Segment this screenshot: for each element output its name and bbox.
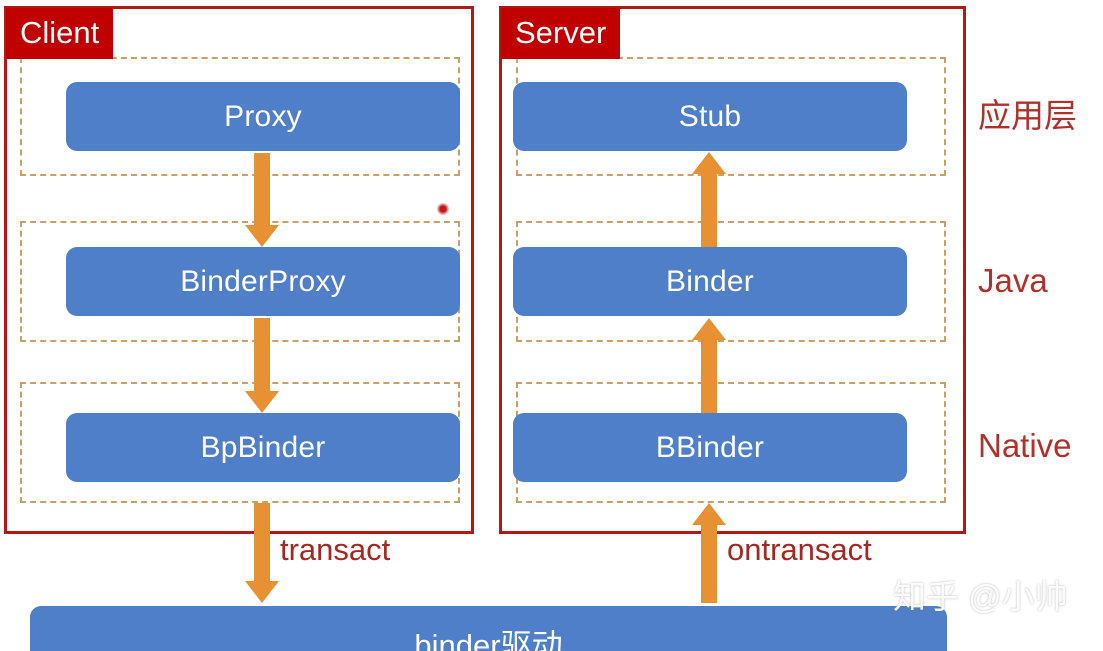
arrow-up-server-java-to-app: [692, 152, 726, 247]
arrow-down-client-native-to-driver: [245, 503, 279, 603]
arrow-head-icon: [692, 503, 726, 525]
process-banner-client: Client: [6, 8, 114, 59]
component-binder-driver: binder驱动: [30, 606, 947, 651]
component-server-stub: Stub: [513, 82, 907, 151]
component-server-binder: Binder: [513, 247, 907, 316]
edge-label-transact: transact: [280, 532, 391, 567]
layer-label-java: Java: [978, 262, 1048, 299]
arrow-shaft: [701, 172, 717, 247]
component-server-bbinder: BBinder: [513, 413, 907, 482]
process-banner-server: Server: [501, 8, 621, 59]
edge-label-ontransact: ontransact: [727, 532, 872, 567]
arrow-up-server-native-to-java: [692, 318, 726, 413]
red-dot-marker: [437, 203, 449, 215]
component-client-bpbinder: BpBinder: [66, 413, 460, 482]
arrow-head-icon: [692, 318, 726, 340]
component-client-proxy: Proxy: [66, 82, 460, 151]
watermark-text: 知乎 @小帅: [893, 578, 1068, 615]
arrow-up-server-driver-to-native: [692, 503, 726, 603]
component-client-binderproxy: BinderProxy: [66, 247, 460, 316]
arrow-shaft: [254, 503, 270, 583]
arrow-head-icon: [692, 152, 726, 174]
arrow-down-client-app-to-java: [245, 153, 279, 247]
process-box-client: [4, 6, 474, 534]
arrow-shaft: [254, 153, 270, 227]
arrow-shaft: [254, 318, 270, 393]
arrow-head-icon: [245, 225, 279, 247]
arrow-head-icon: [245, 391, 279, 413]
layer-label-native: Native: [978, 427, 1072, 464]
arrow-shaft: [701, 338, 717, 413]
layer-label-app: 应用层: [978, 97, 1077, 134]
process-box-server: [499, 6, 966, 534]
arrow-down-client-java-to-native: [245, 318, 279, 413]
arrow-shaft: [701, 523, 717, 603]
arrow-head-icon: [245, 581, 279, 603]
